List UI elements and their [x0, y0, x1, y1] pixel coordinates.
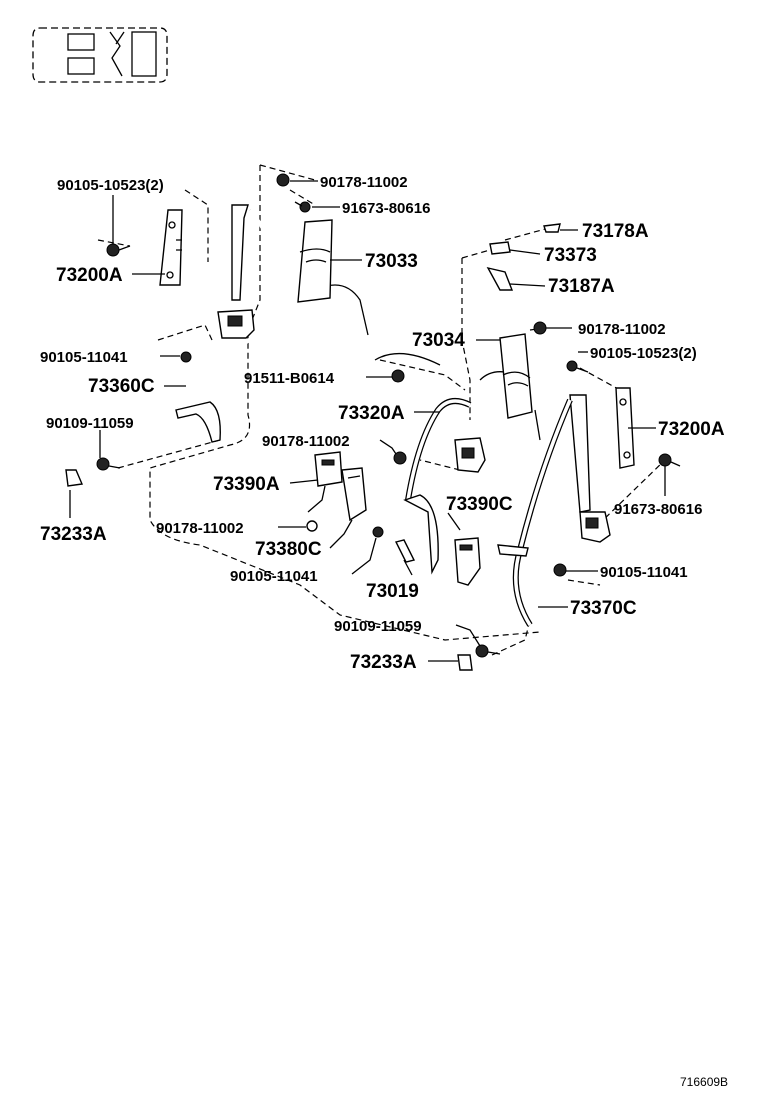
label-90178-11002-top: 90178-11002: [320, 174, 408, 191]
label-73390c: 73390C: [446, 494, 513, 515]
buckle-73380c: [341, 467, 367, 522]
shoulder-adjuster-left: [159, 209, 183, 286]
label-90105-10523-left: 90105-10523(2): [57, 177, 164, 194]
diagram-reference-code: 716609B: [680, 1075, 728, 1089]
fasteners: [65, 173, 681, 671]
label-73178a: 73178A: [582, 221, 649, 242]
center-belt: [403, 398, 486, 575]
label-91673-80616-right: 91673-80616: [614, 501, 702, 518]
label-90109-11059-right: 90109-11059: [334, 618, 422, 635]
label-73373: 73373: [544, 245, 597, 266]
label-73320a: 73320A: [338, 403, 405, 424]
label-73370c: 73370C: [570, 598, 637, 619]
leader-lines: [69, 180, 666, 662]
retractor-left: [175, 204, 274, 443]
label-73380c: 73380C: [255, 539, 322, 560]
label-73233a-right: 73233A: [350, 652, 417, 673]
label-90105-10523-right: 90105-10523(2): [590, 345, 697, 362]
label-90178-11002-lower: 90178-11002: [156, 520, 244, 537]
label-73390a: 73390A: [213, 474, 280, 495]
label-90105-11041-left: 90105-11041: [40, 349, 128, 366]
label-73033: 73033: [365, 251, 418, 272]
vehicle-locator-icon: [32, 27, 168, 83]
label-91673-80616-top: 91673-80616: [342, 200, 430, 217]
label-90105-11041-right: 90105-11041: [600, 564, 688, 581]
label-73233a-left: 73233A: [40, 524, 107, 545]
shoulder-adjuster-right: [615, 387, 635, 469]
pillar-garnish-left: [297, 219, 333, 303]
buckle-73390c: [454, 537, 481, 586]
label-73034: 73034: [412, 330, 465, 351]
label-73200a-right: 73200A: [658, 419, 725, 440]
label-91511-b0614: 91511-B0614: [244, 370, 335, 387]
label-90178-11002-center: 90178-11002: [262, 433, 350, 450]
label-90109-11059-left: 90109-11059: [46, 415, 134, 432]
label-90105-11041-center: 90105-11041: [230, 568, 318, 585]
label-73200a-left: 73200A: [56, 265, 123, 286]
label-90178-11002-right: 90178-11002: [578, 321, 666, 338]
label-73187a: 73187A: [548, 276, 615, 297]
retractor-right: [497, 394, 611, 627]
label-73360c: 73360C: [88, 376, 155, 397]
label-73019: 73019: [366, 581, 419, 602]
buckle-73390a: [307, 451, 343, 513]
pillar-garnish-right: [499, 333, 533, 419]
part-labels: 90105-10523(2) 90178-11002 91673-80616 7…: [40, 174, 728, 1089]
